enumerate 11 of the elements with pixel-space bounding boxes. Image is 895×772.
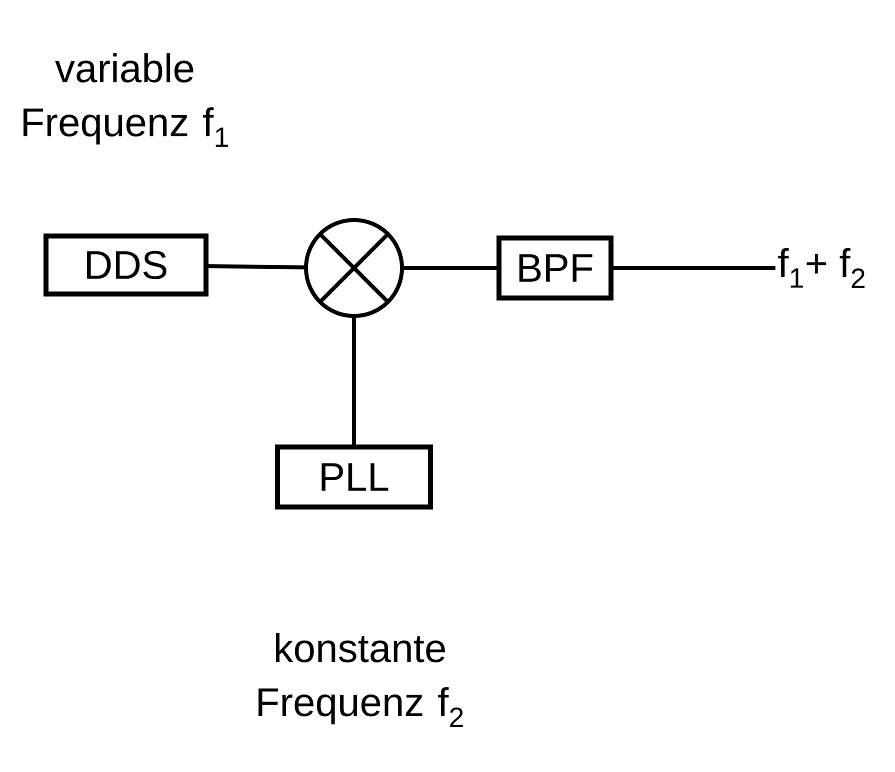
mixer-symbol <box>304 218 404 318</box>
connector-line <box>404 266 496 270</box>
connector-line <box>352 318 356 444</box>
output-label: f$_{1}$+ f$_{2}$ <box>778 248 865 288</box>
frequency-caption: konstante Frequenz f$_{2}$ <box>258 633 463 727</box>
block-box: PLL <box>275 444 433 510</box>
frequency-caption: variable Frequenz f$_{1}$ <box>24 53 228 147</box>
connector-line <box>208 264 304 270</box>
block-box: DDS <box>44 234 208 296</box>
connector-line <box>614 266 776 270</box>
block-box: BPF <box>496 236 614 300</box>
